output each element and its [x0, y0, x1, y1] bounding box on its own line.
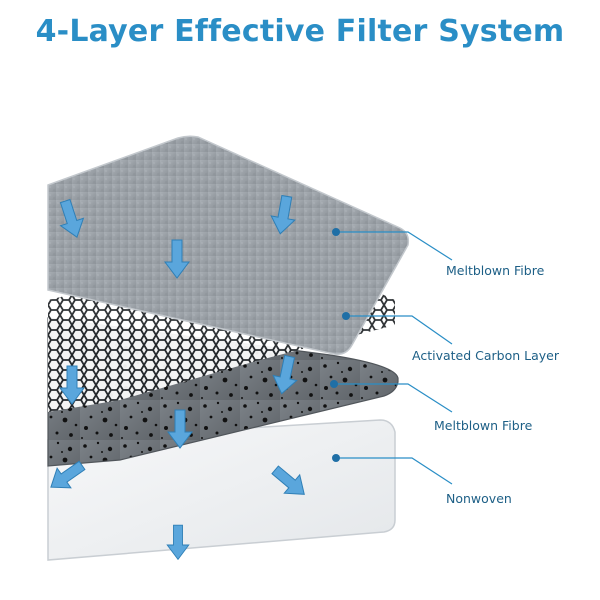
- callout-dot-2: [342, 312, 350, 320]
- callout-line-2: [346, 315, 453, 345]
- callout-line-3: [334, 383, 453, 413]
- diagram-title: 4-Layer Effective Filter System: [35, 14, 565, 49]
- meltblown-layer-top: [47, 135, 410, 356]
- callout-line-1: [336, 231, 453, 261]
- callout-line-4: [336, 457, 453, 485]
- label-activated-carbon-layer: Activated Carbon Layer: [412, 348, 559, 363]
- callout-dot-4: [332, 454, 340, 462]
- callout-dot-1: [332, 228, 340, 236]
- callout-dot-3: [330, 380, 338, 388]
- label-meltblown-fibre-top: Meltblown Fibre: [446, 263, 545, 278]
- label-meltblown-fibre-bottom: Meltblown Fibre: [434, 418, 533, 433]
- label-nonwoven: Nonwoven: [446, 491, 512, 506]
